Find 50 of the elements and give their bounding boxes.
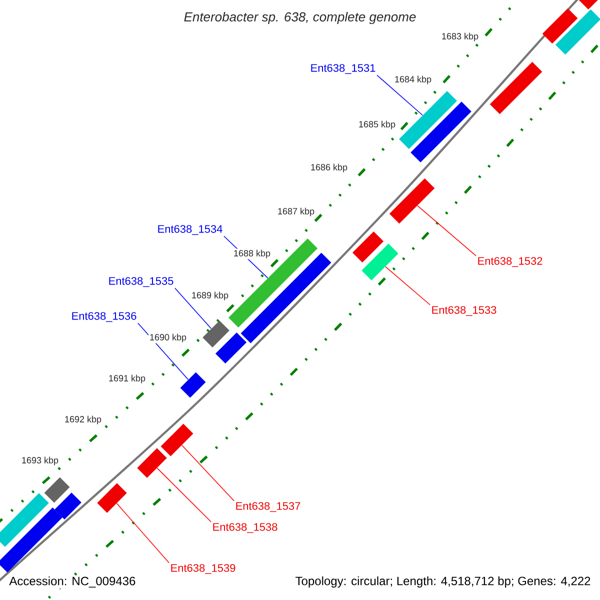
tick-label: 1684 kbp (394, 74, 433, 86)
gene-feature (578, 0, 600, 10)
gene-feature (362, 244, 398, 280)
gene-label: Ent638_1537 (236, 502, 300, 512)
gene-feature (555, 9, 600, 55)
gene-label: Ent638_1535 (109, 277, 174, 287)
title: Enterobacter sp. 638, complete genome (184, 12, 416, 24)
gene-feature (542, 8, 578, 44)
leader-line (417, 205, 476, 256)
gene-feature (215, 332, 247, 364)
gene-feature (0, 507, 63, 573)
genome-info-text: Topology: circular; Length: 4,518,712 bp; Genes: 4,222 (294, 575, 592, 589)
gene-feature (180, 372, 206, 398)
gene-label: Ent638_1536 (72, 312, 136, 322)
leader-line (385, 266, 430, 306)
tick-label: 1691 kbp (107, 374, 147, 384)
gene-feature (389, 178, 435, 224)
tick-label: 1688 kbp (232, 248, 272, 260)
accession-text: Accession: NC_009436 (8, 575, 137, 589)
tick-label: 1683 kbp (440, 32, 480, 42)
gene-feature (160, 424, 194, 456)
gene-label: Ent638_1534 (158, 225, 222, 235)
leader-line (182, 444, 234, 502)
gene-label: Ent638_1531 (311, 64, 376, 74)
tick-label: 1692 kbp (63, 414, 103, 426)
leader-line (156, 468, 212, 522)
tick-label: 1693 kbp (20, 456, 60, 466)
gene-feature (202, 320, 230, 348)
gene-label: Ent638_1538 (213, 523, 278, 533)
gene-feature (399, 91, 457, 149)
gene-label: Ent638_1532 (478, 257, 542, 267)
gene-feature (44, 477, 70, 503)
tick-label: 1690 kbp (148, 332, 188, 344)
tick-label: 1685 kbp (357, 120, 397, 130)
leader-line (116, 503, 170, 564)
gene-feature (352, 231, 384, 263)
leader-line (174, 288, 212, 330)
gene-label: Ent638_1533 (432, 306, 496, 316)
gene-feature (137, 448, 167, 478)
gene-feature (97, 483, 127, 513)
gene-label: Ent638_1539 (171, 564, 236, 574)
gene-feature (54, 492, 82, 520)
tick-label: 1686 kbp (309, 162, 349, 174)
tick-label: 1687 kbp (276, 206, 316, 218)
leader-line (376, 74, 423, 116)
gene-feature (410, 102, 472, 162)
gene-feature (490, 62, 542, 114)
tick-label: 1689 kbp (190, 290, 230, 302)
gene-feature (0, 493, 49, 547)
gene-feature (228, 238, 318, 328)
